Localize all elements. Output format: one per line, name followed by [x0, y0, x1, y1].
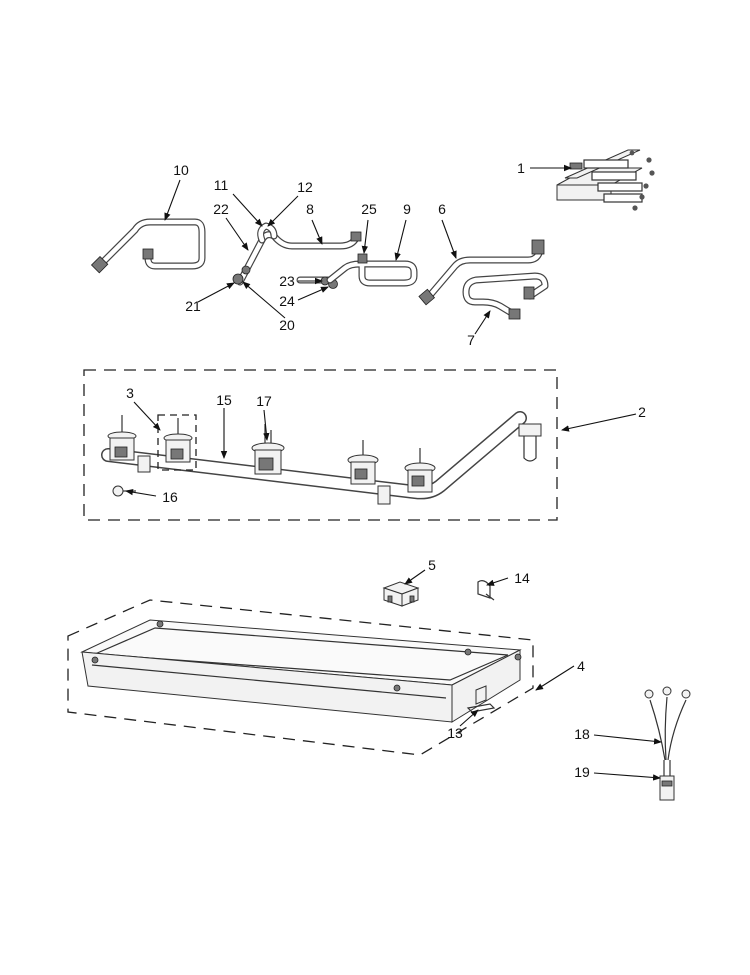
callout-20: 20: [279, 317, 295, 333]
valve-d[interactable]: [347, 440, 379, 485]
callout-5: 5: [428, 557, 436, 573]
callout-14: 14: [514, 570, 530, 586]
part-10-gas-tube[interactable]: [90, 218, 206, 274]
callout-4: 4: [577, 658, 585, 674]
callout-19: 19: [574, 764, 590, 780]
part-4-burner-box[interactable]: [80, 619, 522, 723]
part-3-valve[interactable]: [107, 414, 197, 471]
part-2-boundary: [83, 369, 558, 521]
callout-labels: 1 10 11 12 22 8 25 9 6 23 24 21 20 7 3 1…: [126, 160, 646, 780]
part-6-gas-tube[interactable]: [418, 239, 545, 306]
callout-10: 10: [173, 162, 189, 178]
callout-25: 25: [361, 201, 377, 217]
callout-7: 7: [467, 332, 475, 348]
valve-e[interactable]: [404, 448, 436, 493]
callout-17: 17: [256, 393, 272, 409]
part-19-connector[interactable]: [659, 775, 675, 801]
part-4-boundary: [67, 599, 534, 756]
part-1-terminal-block[interactable]: [556, 149, 655, 211]
callout-8: 8: [306, 201, 314, 217]
callout-6: 6: [438, 201, 446, 217]
callout-13: 13: [447, 725, 463, 741]
part-9-gas-tube[interactable]: [326, 253, 418, 287]
part-8-gas-tube[interactable]: [236, 222, 362, 286]
callout-1: 1: [517, 160, 525, 176]
callout-11: 11: [214, 177, 229, 193]
callout-9: 9: [403, 201, 411, 217]
callout-3: 3: [126, 385, 134, 401]
callout-12: 12: [297, 179, 313, 195]
part-17-valve[interactable]: [251, 424, 285, 475]
part-20-21-fittings[interactable]: [232, 265, 251, 285]
callout-18: 18: [574, 726, 590, 742]
callout-21: 21: [185, 298, 201, 314]
part-16-screw[interactable]: [112, 485, 136, 497]
leader-lines: [125, 164, 662, 781]
callout-15: 15: [216, 392, 232, 408]
part-5-switch[interactable]: [382, 581, 420, 607]
callout-2: 2: [638, 404, 646, 420]
part-7-gas-tube[interactable]: [462, 272, 549, 320]
callout-24: 24: [279, 293, 295, 309]
callout-23: 23: [279, 273, 295, 289]
valve-a[interactable]: [107, 415, 137, 461]
valve-b[interactable]: [163, 418, 193, 463]
callout-22: 22: [213, 201, 229, 217]
manifold-brackets[interactable]: [137, 455, 391, 505]
callout-16: 16: [162, 489, 178, 505]
